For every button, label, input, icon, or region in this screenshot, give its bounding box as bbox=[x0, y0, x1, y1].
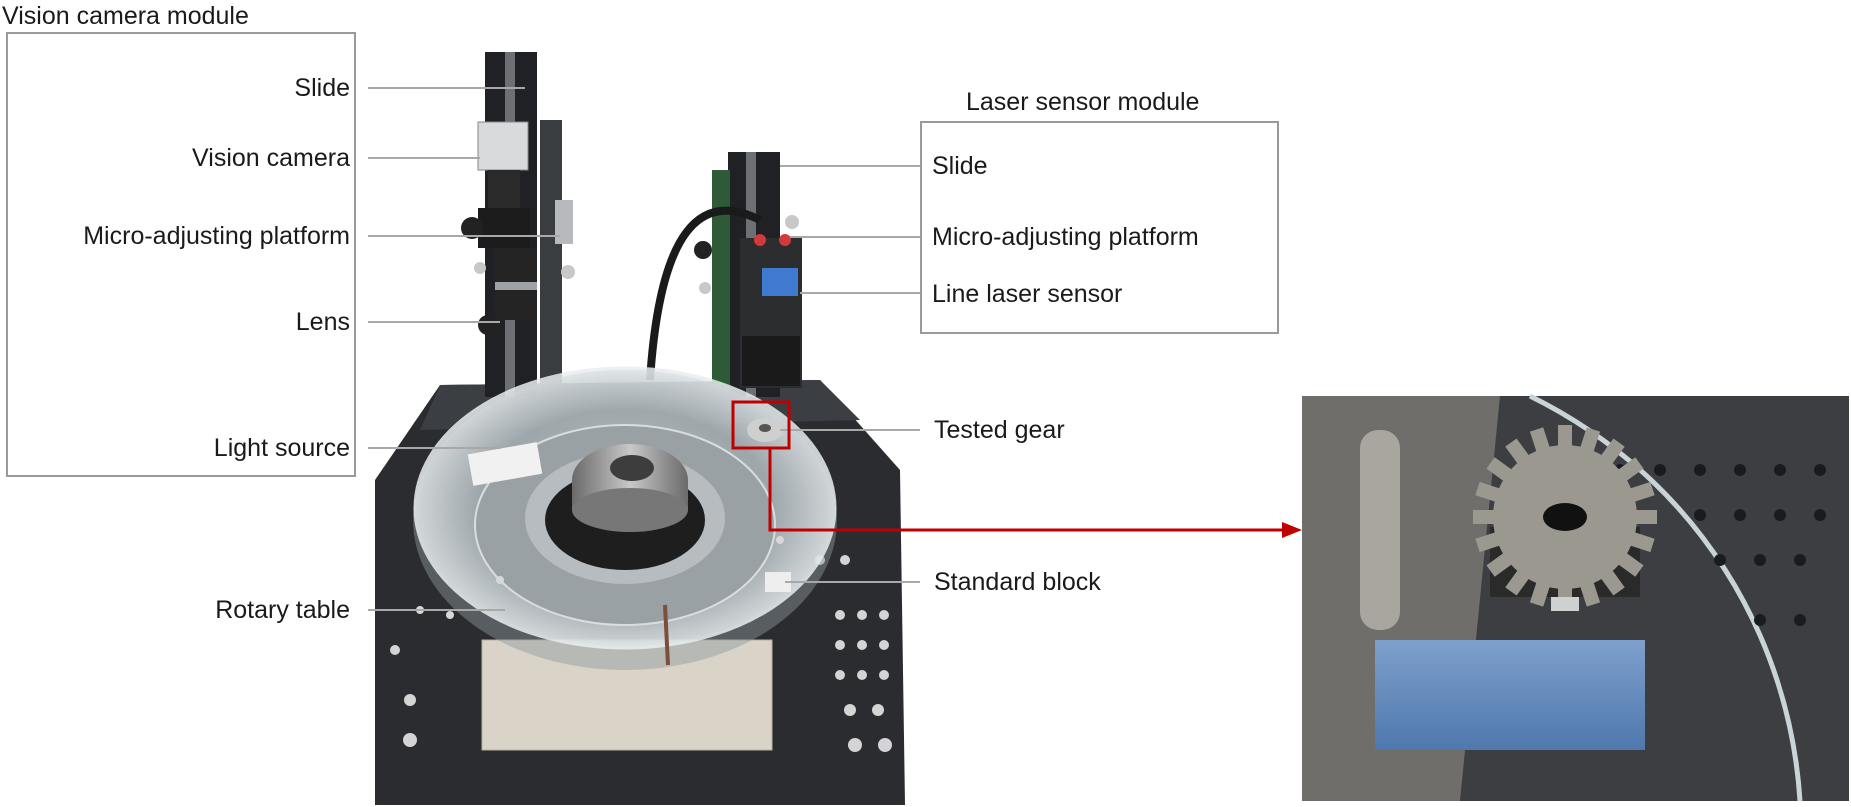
label-vision-platform: Micro-adjusting platform bbox=[83, 222, 350, 250]
gear-closeup-photo bbox=[1302, 393, 1849, 802]
vision-module-box bbox=[6, 32, 356, 477]
label-standard-block: Standard block bbox=[934, 568, 1101, 596]
tested-gear-on-table bbox=[747, 418, 783, 442]
label-vision-slide: Slide bbox=[294, 74, 350, 102]
vision-camera-body bbox=[461, 121, 575, 335]
pedestal-block bbox=[481, 639, 773, 751]
label-laser-platform: Micro-adjusting platform bbox=[932, 223, 1199, 251]
laser-sensor-body bbox=[646, 206, 802, 388]
label-light-source: Light source bbox=[213, 434, 350, 462]
label-tested-gear: Tested gear bbox=[934, 416, 1065, 444]
label-line-laser-sensor: Line laser sensor bbox=[932, 280, 1123, 308]
laser-module-box bbox=[920, 121, 1279, 334]
gear-callout-arrow bbox=[768, 448, 1285, 532]
vision-module-title: Vision camera module bbox=[2, 2, 249, 30]
label-lens: Lens bbox=[295, 308, 350, 336]
laser-module-title: Laser sensor module bbox=[966, 88, 1200, 116]
gear-highlight-box bbox=[731, 400, 791, 450]
label-laser-slide: Slide bbox=[932, 152, 988, 180]
label-vision-camera: Vision camera bbox=[192, 144, 350, 172]
rotary-table bbox=[413, 366, 837, 670]
gear-callout-arrowhead bbox=[1282, 522, 1302, 538]
label-rotary-table: Rotary table bbox=[215, 596, 350, 624]
